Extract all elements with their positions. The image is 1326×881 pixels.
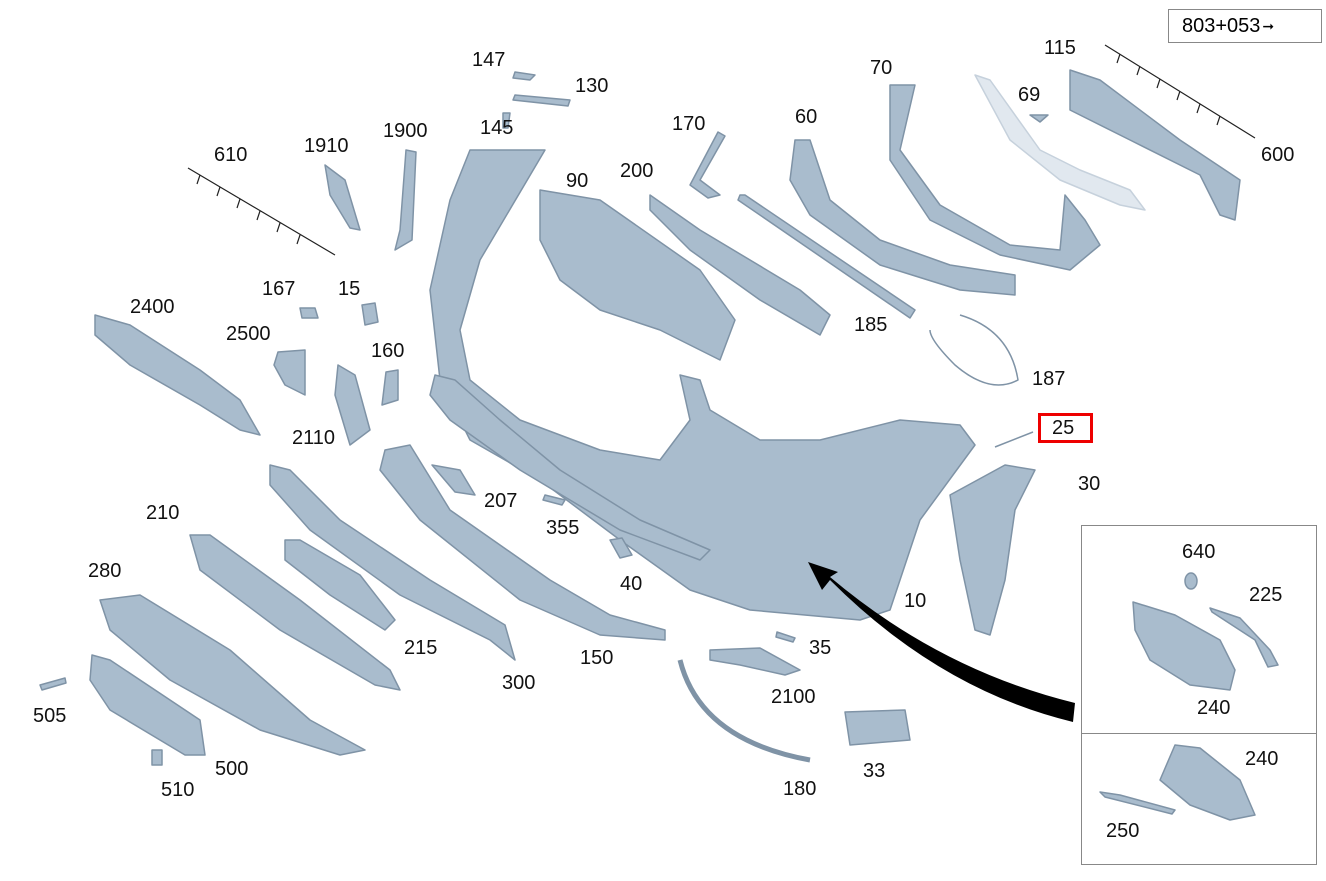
part-2110 [334,364,371,446]
ruler-610 [187,167,336,256]
detail-inset-divider [1081,733,1317,734]
part-30-bracket [949,464,1036,636]
part-label-280[interactable]: 280 [88,560,122,582]
part-label-15[interactable]: 15 [338,278,361,300]
part-69-clip [1029,114,1049,123]
part-210 [189,534,401,691]
part-label-610[interactable]: 610 [214,144,248,166]
part-510 [151,749,163,766]
part-160 [381,369,399,406]
part-label-150[interactable]: 150 [580,647,614,669]
part-label-69[interactable]: 69 [1018,84,1041,106]
part-label-210[interactable]: 210 [146,502,180,524]
part-label-33[interactable]: 33 [863,760,886,782]
part-label-355[interactable]: 355 [546,517,580,539]
part-40 [609,537,633,559]
highlight-box-25 [1038,413,1093,443]
part-label-145[interactable]: 145 [480,117,514,139]
part-1910 [324,164,361,231]
arrow-right-icon: ➞ [1262,17,1275,34]
part-label-90[interactable]: 90 [566,170,589,192]
part-187 [929,314,1019,386]
part-2500 [273,349,306,396]
ruler-600 [1104,44,1256,139]
part-115-carrier [1069,69,1241,221]
part-147 [512,71,536,81]
part-label-35[interactable]: 35 [809,637,832,659]
part-145 [502,112,511,129]
part-500 [89,654,206,756]
part-215 [284,539,396,631]
part-240-lower [1159,744,1256,821]
inset-label-240-upper[interactable]: 240 [1197,697,1231,719]
part-180 [677,659,811,763]
part-label-200[interactable]: 200 [620,160,654,182]
part-label-170[interactable]: 170 [672,113,706,135]
part-225 [1209,607,1279,668]
reference-text: 803+053 [1182,14,1261,37]
part-label-130[interactable]: 130 [575,75,609,97]
part-label-2110[interactable]: 2110 [292,427,336,449]
part-label-187[interactable]: 187 [1032,368,1066,390]
part-label-180[interactable]: 180 [783,778,817,800]
part-label-215[interactable]: 215 [404,637,438,659]
part-label-2100[interactable]: 2100 [771,686,816,708]
inset-label-640[interactable]: 640 [1182,541,1216,563]
inset-label-225[interactable]: 225 [1249,584,1283,606]
part-label-2400[interactable]: 2400 [130,296,175,318]
part-355 [542,494,566,506]
part-170-trim [689,131,726,199]
part-300 [269,464,516,661]
part-label-505[interactable]: 505 [33,705,67,727]
part-90-grille [539,189,736,361]
part-label-10[interactable]: 10 [904,590,927,612]
part-2100 [709,647,801,676]
part-15 [361,302,379,326]
part-label-300[interactable]: 300 [502,672,536,694]
part-505-screw [39,677,67,691]
part-250 [1099,791,1176,815]
inset-label-240-lower[interactable]: 240 [1245,748,1279,770]
part-label-70[interactable]: 70 [870,57,893,79]
part-label-207[interactable]: 207 [484,490,518,512]
part-label-25[interactable]: 25 [1052,417,1075,439]
part-25-screw [994,431,1034,448]
part-label-600[interactable]: 600 [1261,144,1295,166]
part-60-absorber [789,139,1016,296]
part-label-30[interactable]: 30 [1078,473,1101,495]
part-207 [431,464,476,496]
part-35 [775,631,796,643]
part-33 [844,709,911,746]
part-200-grille-mesh [649,194,831,336]
part-1900 [394,149,417,251]
part-185-strip [737,194,916,319]
part-150-lower-bumper [379,444,666,641]
reference-link-803-053[interactable]: 803+053➞ [1168,9,1322,43]
detail-inset-box [1081,525,1317,865]
part-label-167[interactable]: 167 [262,278,296,300]
part-70-carrier [889,84,1101,271]
part-lower-rail [429,374,711,561]
part-label-1910[interactable]: 1910 [304,135,349,157]
inset-label-250[interactable]: 250 [1106,820,1140,842]
part-label-1900[interactable]: 1900 [383,120,428,142]
part-640-ring [1184,572,1198,590]
part-label-160[interactable]: 160 [371,340,405,362]
part-280 [99,594,366,756]
part-label-60[interactable]: 60 [795,106,818,128]
part-label-510[interactable]: 510 [161,779,195,801]
part-label-40[interactable]: 40 [620,573,643,595]
part-167 [299,307,319,319]
part-2400 [94,314,261,436]
part-label-500[interactable]: 500 [215,758,249,780]
part-label-185[interactable]: 185 [854,314,888,336]
part-label-2500[interactable]: 2500 [226,323,271,345]
pointer-arrow [808,562,1075,722]
part-label-147[interactable]: 147 [472,49,506,71]
part-label-115[interactable]: 115 [1044,37,1076,59]
part-240-upper [1132,601,1236,691]
part-130 [512,94,571,107]
part-faded-bracket [974,74,1146,211]
